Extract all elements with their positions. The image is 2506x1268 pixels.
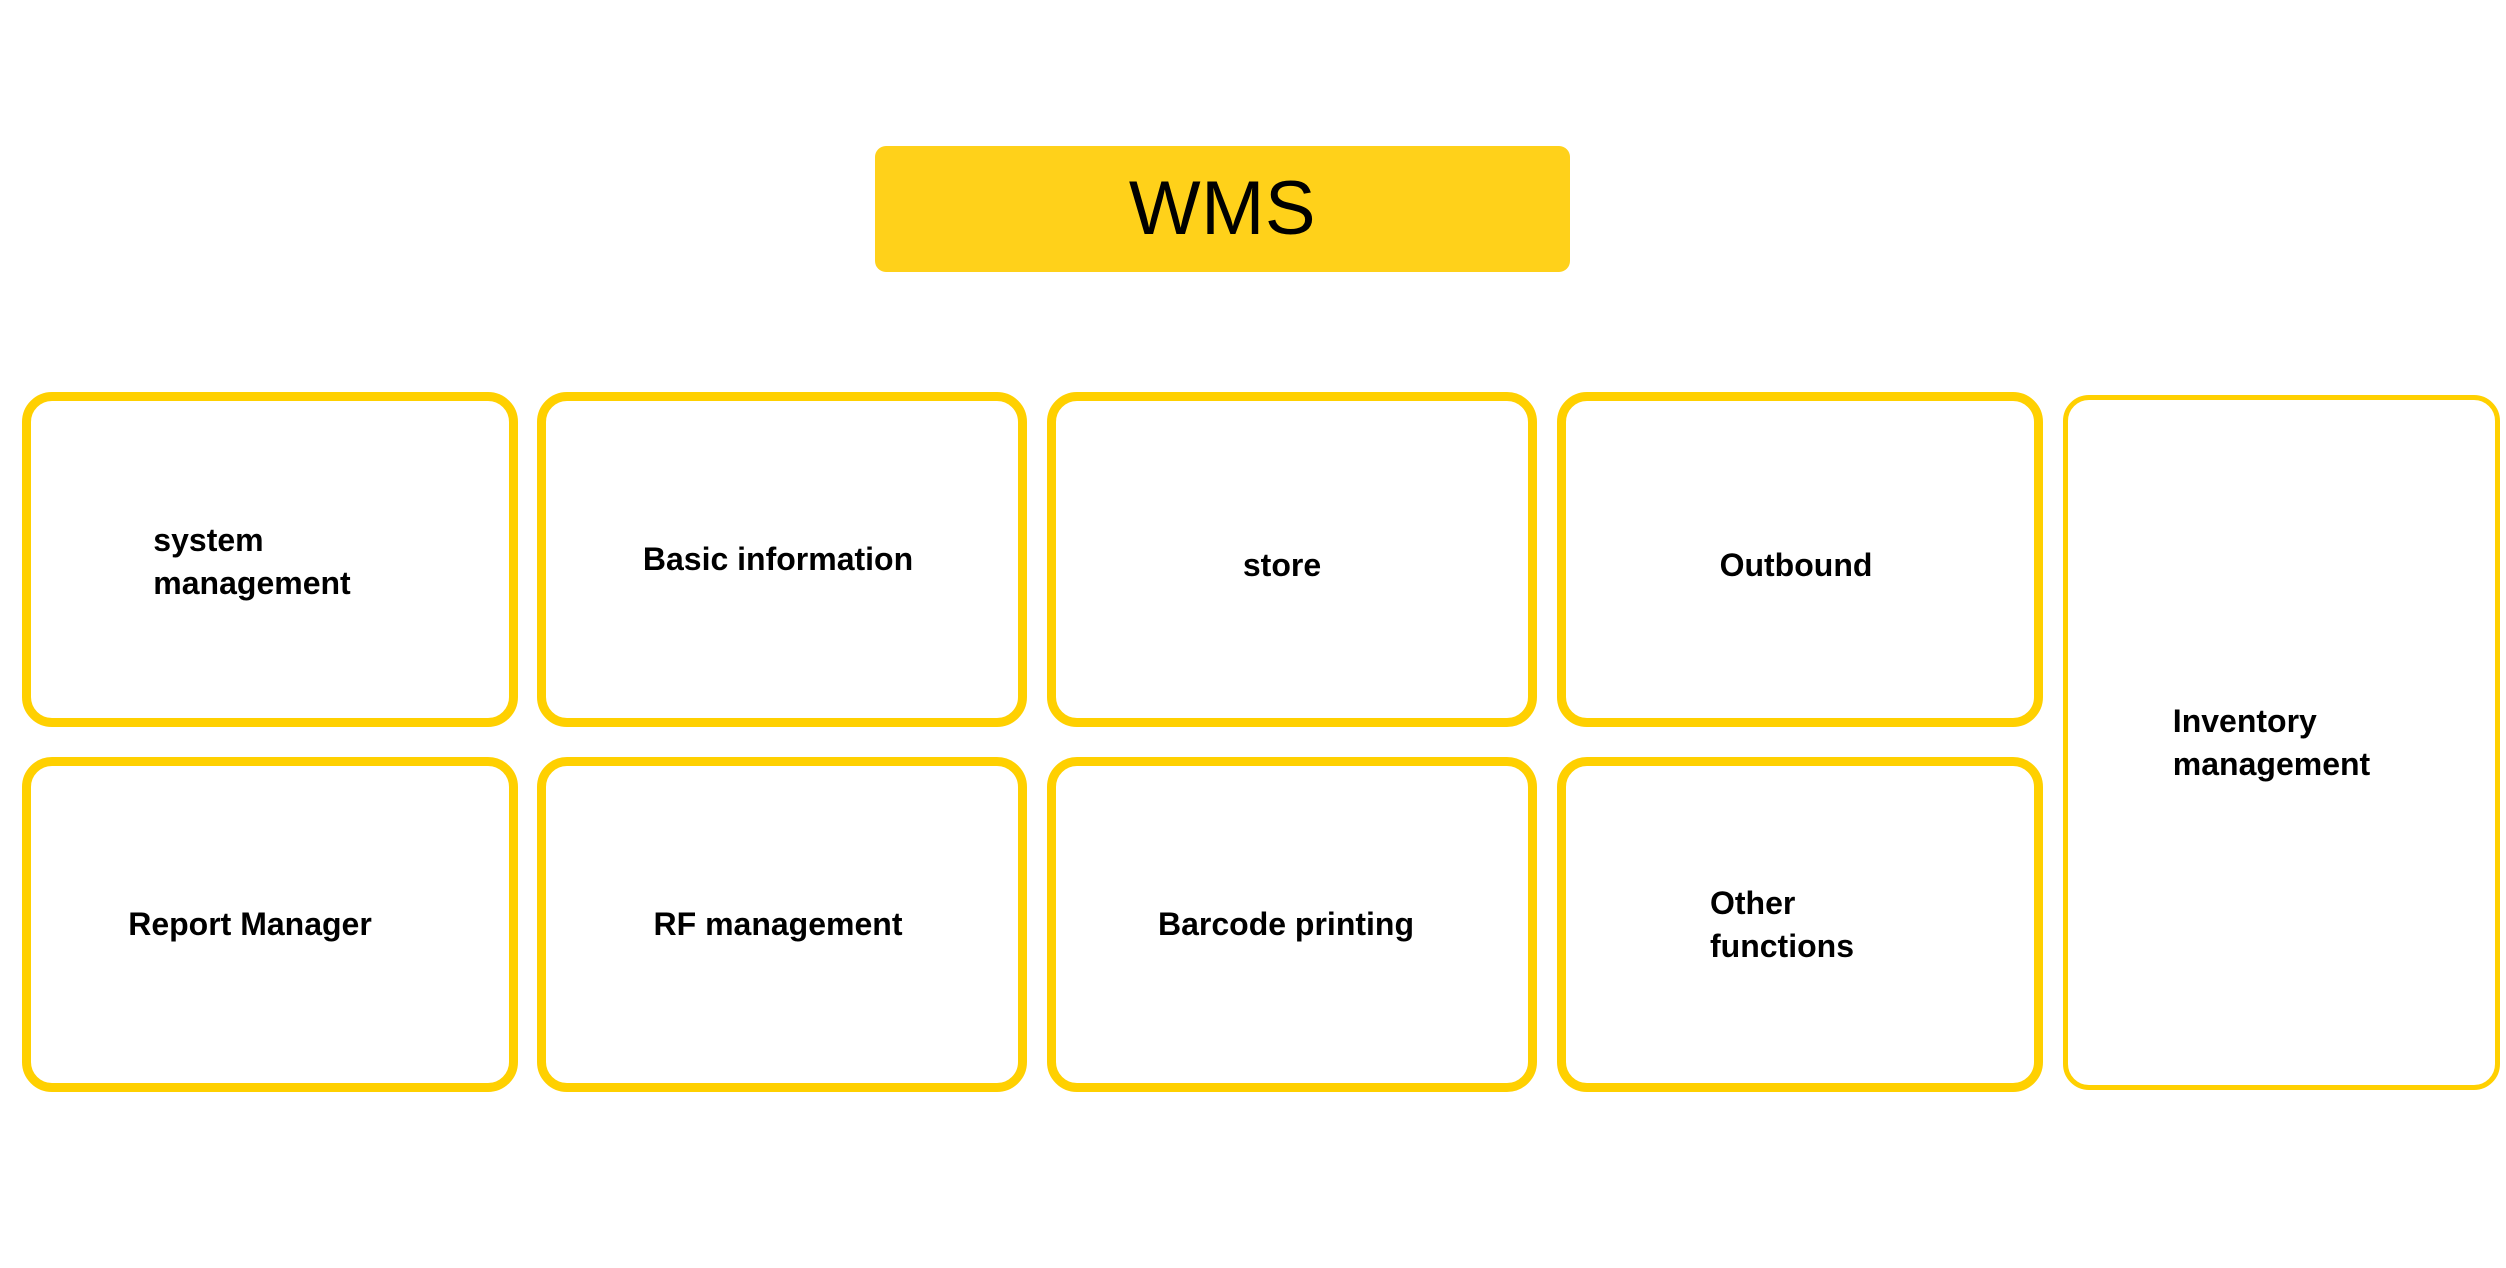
root-node-label: WMS — [1128, 166, 1317, 251]
module-box-basic-information[interactable]: Basic information — [537, 392, 1027, 727]
module-label-system-management: system management — [153, 522, 351, 601]
module-box-store[interactable]: store — [1047, 392, 1537, 727]
module-label-basic-information: Basic information — [642, 541, 914, 578]
module-label-inventory-management: Inventory management — [2172, 703, 2371, 782]
module-box-rf-management[interactable]: RF management — [537, 757, 1027, 1092]
module-label-report-manager: Report Manager — [128, 906, 372, 943]
module-label-store: store — [1242, 547, 1322, 584]
module-box-barcode-printing[interactable]: Barcode printing — [1047, 757, 1537, 1092]
module-label-other-functions: Other functions — [1710, 885, 1854, 964]
root-node-wms[interactable]: WMS — [875, 146, 1570, 272]
module-box-system-management[interactable]: system management — [22, 392, 518, 727]
module-label-rf-management: RF management — [653, 906, 903, 943]
module-box-report-manager[interactable]: Report Manager — [22, 757, 518, 1092]
module-box-other-functions[interactable]: Other functions — [1557, 757, 2043, 1092]
module-box-outbound[interactable]: Outbound — [1557, 392, 2043, 727]
module-label-barcode-printing: Barcode printing — [1157, 906, 1414, 943]
module-label-outbound: Outbound — [1719, 547, 1873, 584]
module-box-inventory-management[interactable]: Inventory management — [2063, 395, 2500, 1090]
